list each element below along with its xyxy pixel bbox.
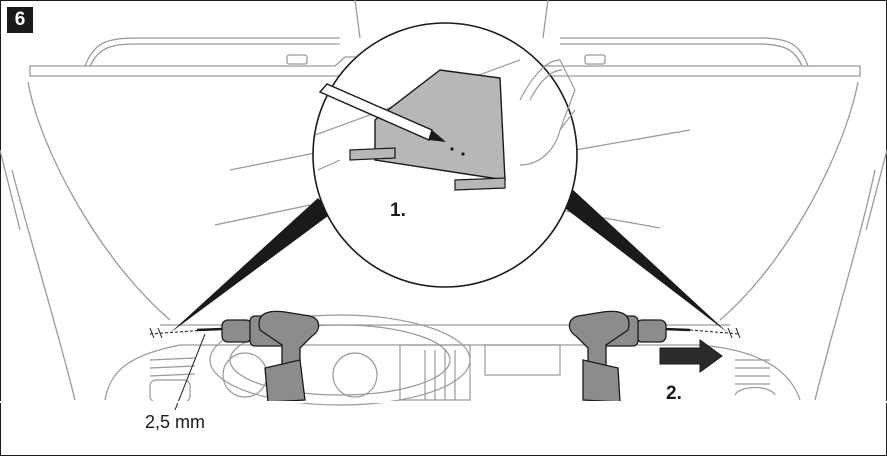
zoom-beams bbox=[170, 188, 728, 333]
drill-size-leader bbox=[174, 333, 206, 411]
step-number-badge: 6 bbox=[7, 7, 33, 33]
pencil-icon bbox=[318, 83, 446, 142]
drill-size-label: 2,5 mm bbox=[145, 412, 206, 432]
step1-label: 1. bbox=[390, 200, 406, 221]
detail-zoom-circle bbox=[312, 22, 578, 288]
mark-dot bbox=[450, 147, 454, 151]
cab-roof-outline bbox=[29, 0, 861, 77]
step2-label: 2. bbox=[666, 383, 682, 404]
drill-right bbox=[568, 310, 741, 403]
direction-arrow-icon bbox=[659, 339, 723, 373]
mark-dot bbox=[461, 152, 465, 156]
drill-left bbox=[149, 310, 320, 403]
